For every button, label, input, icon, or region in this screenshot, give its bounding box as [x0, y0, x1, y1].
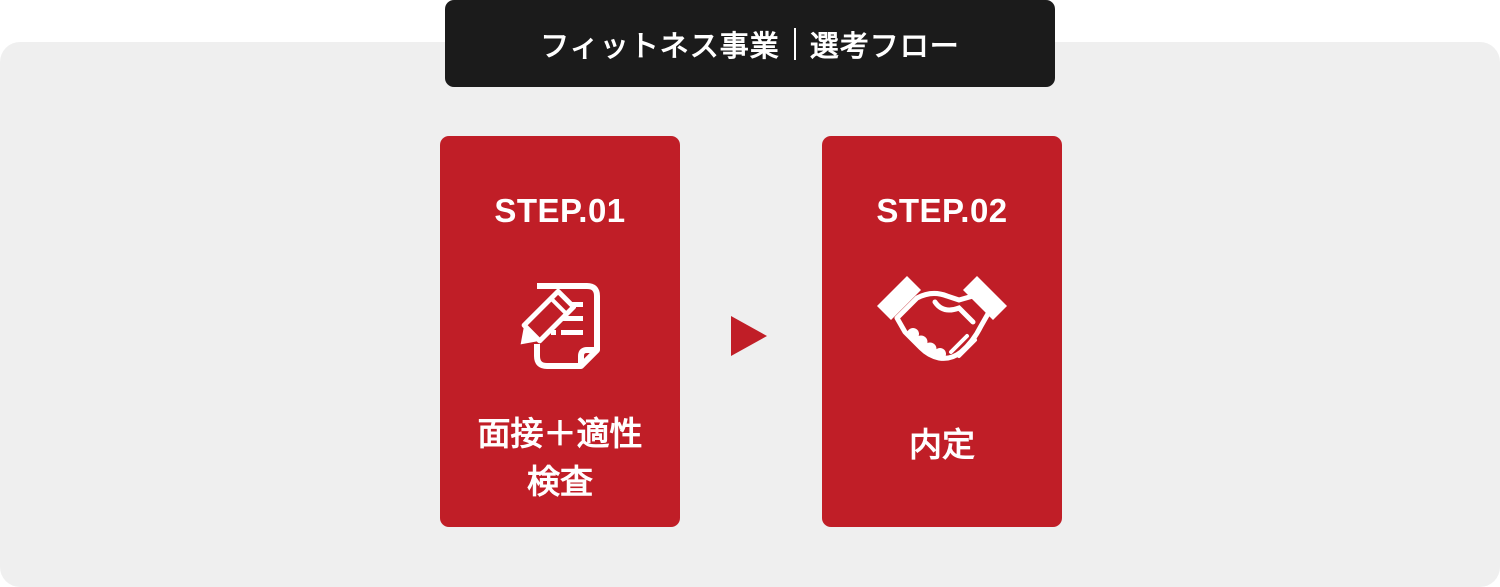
- step-card-2: STEP.02 内定: [822, 136, 1062, 527]
- step-card-1: STEP.01 面接＋適性 検査: [440, 136, 680, 527]
- document-pencil-icon: [520, 283, 600, 369]
- step-label: STEP.02: [876, 192, 1008, 229]
- handshake-icon: [877, 276, 1007, 361]
- step-name: 面接＋適性 検査: [477, 414, 643, 501]
- play-arrow-icon: [731, 316, 767, 356]
- title-business: フィットネス事業: [540, 28, 780, 63]
- title-divider: [793, 27, 796, 60]
- page-title: フィットネス事業 選考フロー: [445, 0, 1055, 87]
- title-flow: 選考フロー: [809, 28, 960, 63]
- step-name: 内定: [909, 425, 975, 464]
- step-label: STEP.01: [494, 192, 626, 229]
- flow-panel: [0, 42, 1500, 587]
